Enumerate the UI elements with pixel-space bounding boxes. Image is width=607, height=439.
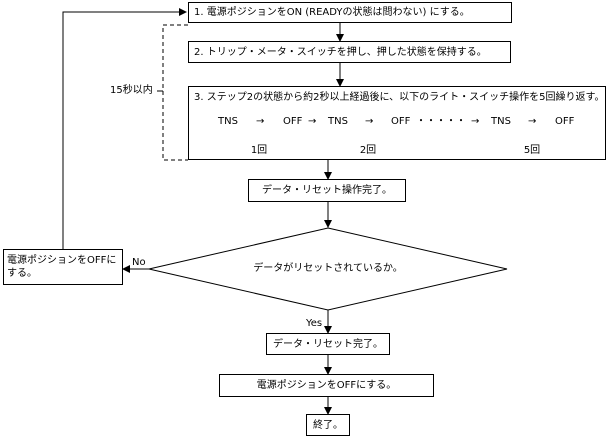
seq-arrow-1b: → [308,116,317,127]
seq-arrow-dots: → [471,116,480,127]
seq-tns-5: TNS [491,116,511,127]
loop-back-line [62,8,187,249]
seq-tns-2: TNS [328,116,348,127]
rep-label-1: 1回 [250,145,268,156]
reset-complete-text: データ・リセット完了。 [273,338,383,350]
no-branch-text: 電源ポジションをOFFにする。 [7,255,117,279]
seq-off-5: OFF [555,116,575,127]
step3-box: 3. ステップ2の状態から約2秒以上経過後に、以下のライト・スイッチ操作を5回繰… [188,86,606,160]
seq-dots: ・・・・・ [416,116,466,127]
seq-off-2: OFF [391,116,411,127]
rep-label-5: 5回 [523,145,541,156]
step1-box: 1. 電源ポジションをON (READYの状態は問わない) にする。 [188,2,512,23]
end-text: 終了。 [313,419,343,431]
step3-text: 3. ステップ2の状態から約2秒以上経過後に、以下のライト・スイッチ操作を5回繰… [194,92,605,103]
seq-arrow-5a: → [528,116,537,127]
seq-arrow-1a: → [256,116,265,127]
decision-text: データがリセットされているか。 [253,263,403,274]
reset-complete-box: データ・リセット完了。 [266,333,390,355]
step1-text: 1. 電源ポジションをON (READYの状態は問わない) にする。 [194,7,470,18]
power-off-box: 電源ポジションをOFFにする。 [219,374,434,397]
seq-tns-1: TNS [218,116,238,127]
power-off-text: 電源ポジションをOFFにする。 [256,380,397,391]
time-limit-label: 15秒以内 [110,85,153,96]
no-label: No [132,257,146,268]
dashed-bracket [162,24,188,161]
decision-diamond [148,227,508,311]
seq-off-1: OFF [283,116,303,127]
op-complete-box: データ・リセット操作完了。 [248,179,406,202]
seq-arrow-2a: → [365,116,374,127]
no-branch-box: 電源ポジションをOFFにする。 [3,249,123,285]
step2-text: 2. トリップ・メータ・スイッチを押し、押した状態を保持する。 [194,46,487,58]
yes-label: Yes [306,318,323,329]
rep-label-2: 2回 [359,145,377,156]
op-complete-text: データ・リセット操作完了。 [262,185,392,196]
step2-box: 2. トリップ・メータ・スイッチを押し、押した状態を保持する。 [188,41,511,63]
end-box: 終了。 [306,414,350,436]
